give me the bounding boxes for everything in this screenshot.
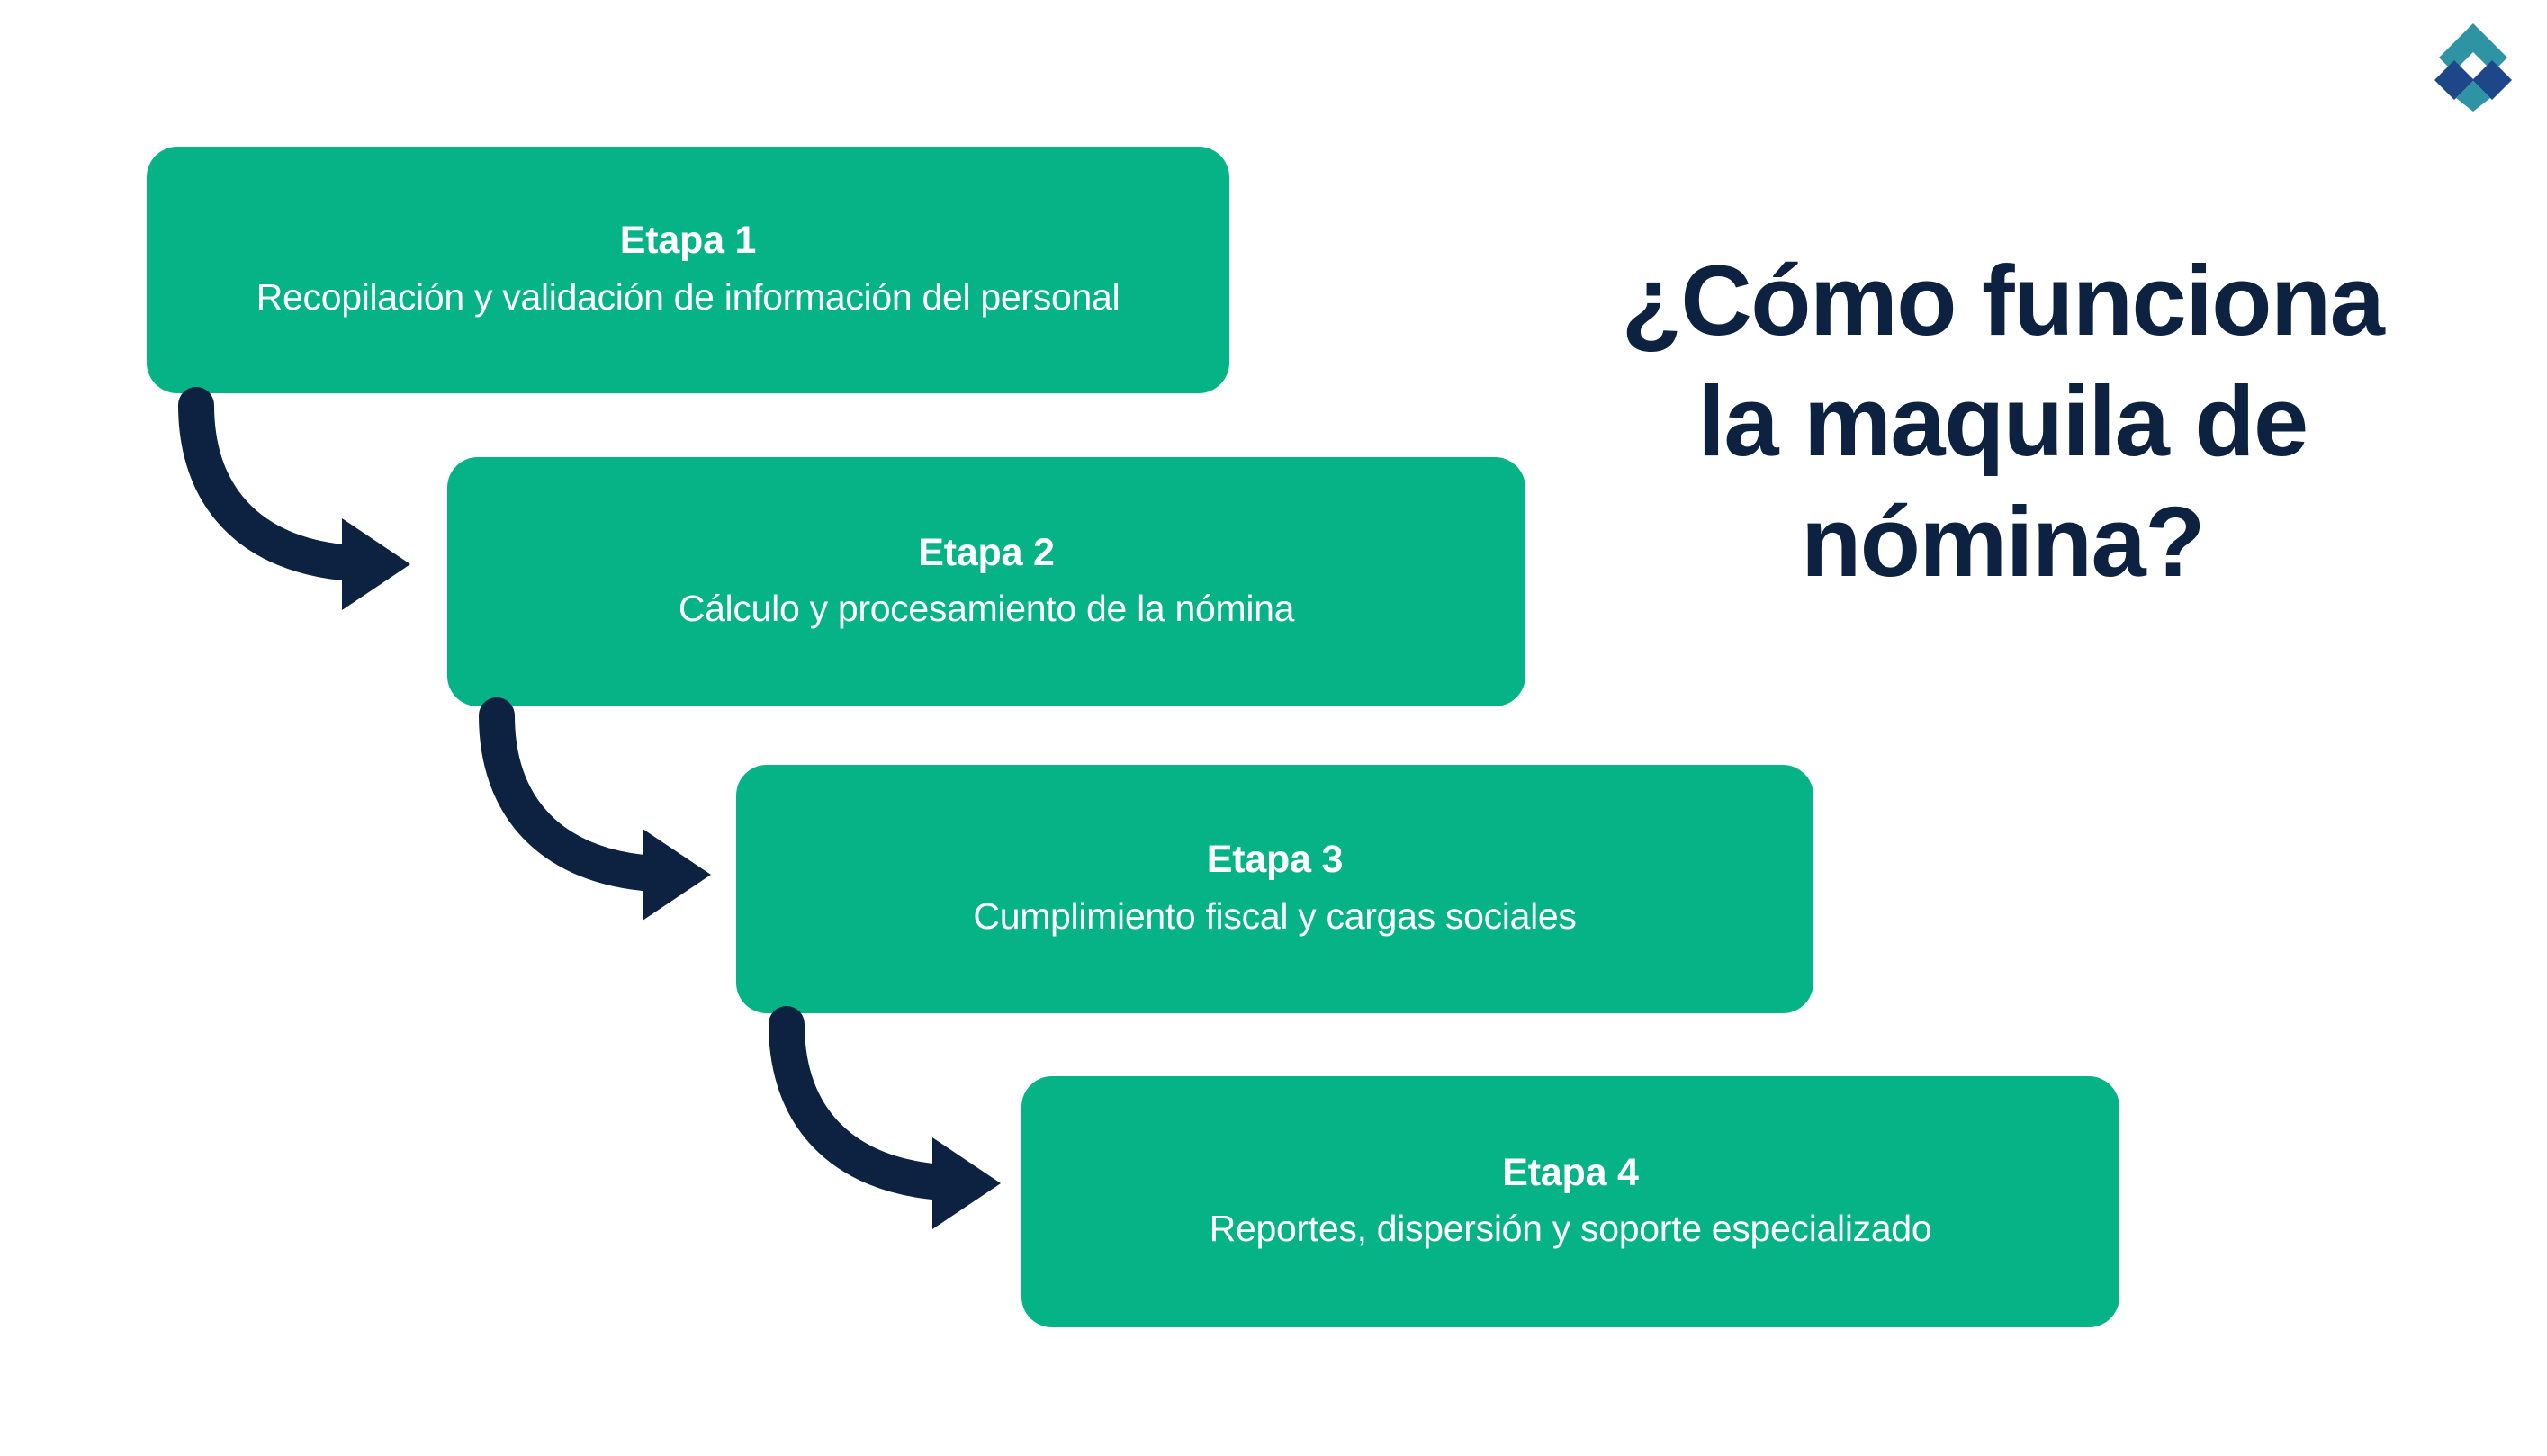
stage-card-3-description: Cumplimiento fiscal y cargas sociales	[973, 894, 1577, 937]
stage-card-3-title: Etapa 3	[1206, 838, 1344, 882]
curved-arrow-stage3-to-stage4	[767, 1006, 1055, 1276]
stage-card-1: Etapa 1 Recopilación y validación de inf…	[147, 147, 1229, 393]
curved-arrow-stage2-to-stage3	[477, 697, 765, 967]
stage-card-4-description: Reportes, dispersión y soporte especiali…	[1209, 1208, 1932, 1250]
chevron-diamond-logo-icon	[2434, 23, 2512, 112]
page-title-line-3: nómina?	[1801, 487, 2205, 598]
stage-card-4: Etapa 4 Reportes, dispersión y soporte e…	[1022, 1076, 2120, 1327]
curved-arrow-icon	[479, 697, 711, 921]
page-title-line-1: ¿Cómo funciona	[1621, 246, 2385, 356]
curved-arrow-stage1-to-stage2	[176, 387, 464, 657]
company-logo	[2425, 20, 2522, 112]
stage-card-2: Etapa 2 Cálculo y procesamiento de la nó…	[447, 457, 1526, 706]
page-title-line-2: la maquila de	[1697, 366, 2308, 478]
stage-card-2-description: Cálculo y procesamiento de la nómina	[678, 588, 1295, 630]
curved-arrow-icon	[769, 1006, 1001, 1229]
curved-arrow-icon	[178, 387, 410, 610]
stage-card-1-description: Recopilación y validación de información…	[256, 275, 1120, 318]
stage-card-2-title: Etapa 2	[918, 530, 1055, 574]
page-title: ¿Cómo funciona la maquila de nómina?	[1530, 241, 2475, 604]
stage-card-3: Etapa 3 Cumplimiento fiscal y cargas soc…	[736, 765, 1814, 1013]
stage-card-4-title: Etapa 4	[1502, 1150, 1639, 1194]
stage-card-1-title: Etapa 1	[619, 219, 757, 263]
